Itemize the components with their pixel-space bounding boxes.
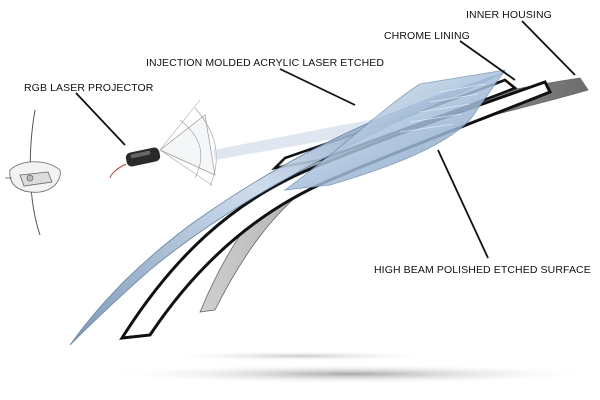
chrome-lining-shape (119, 80, 553, 340)
acrylic-panel (283, 69, 506, 191)
label-acrylic: INJECTION MOLDED ACRYLIC LASER ETCHED (146, 57, 385, 69)
floor-shadow (100, 364, 600, 384)
label-rgb-laser-projector: RGB LASER PROJECTOR (24, 82, 154, 94)
acrylic-etch-lines (399, 83, 486, 133)
label-high-beam: HIGH BEAM POLISHED ETCHED SURFACE (374, 264, 591, 276)
floor-shadow-2 (160, 351, 440, 361)
side-view-sketch (5, 109, 61, 236)
label-inner-housing: INNER HOUSING (466, 9, 552, 21)
label-chrome-lining: CHROME LINING (384, 30, 470, 42)
leader-lines (75, 20, 576, 259)
rgb-laser-projector (109, 99, 217, 187)
